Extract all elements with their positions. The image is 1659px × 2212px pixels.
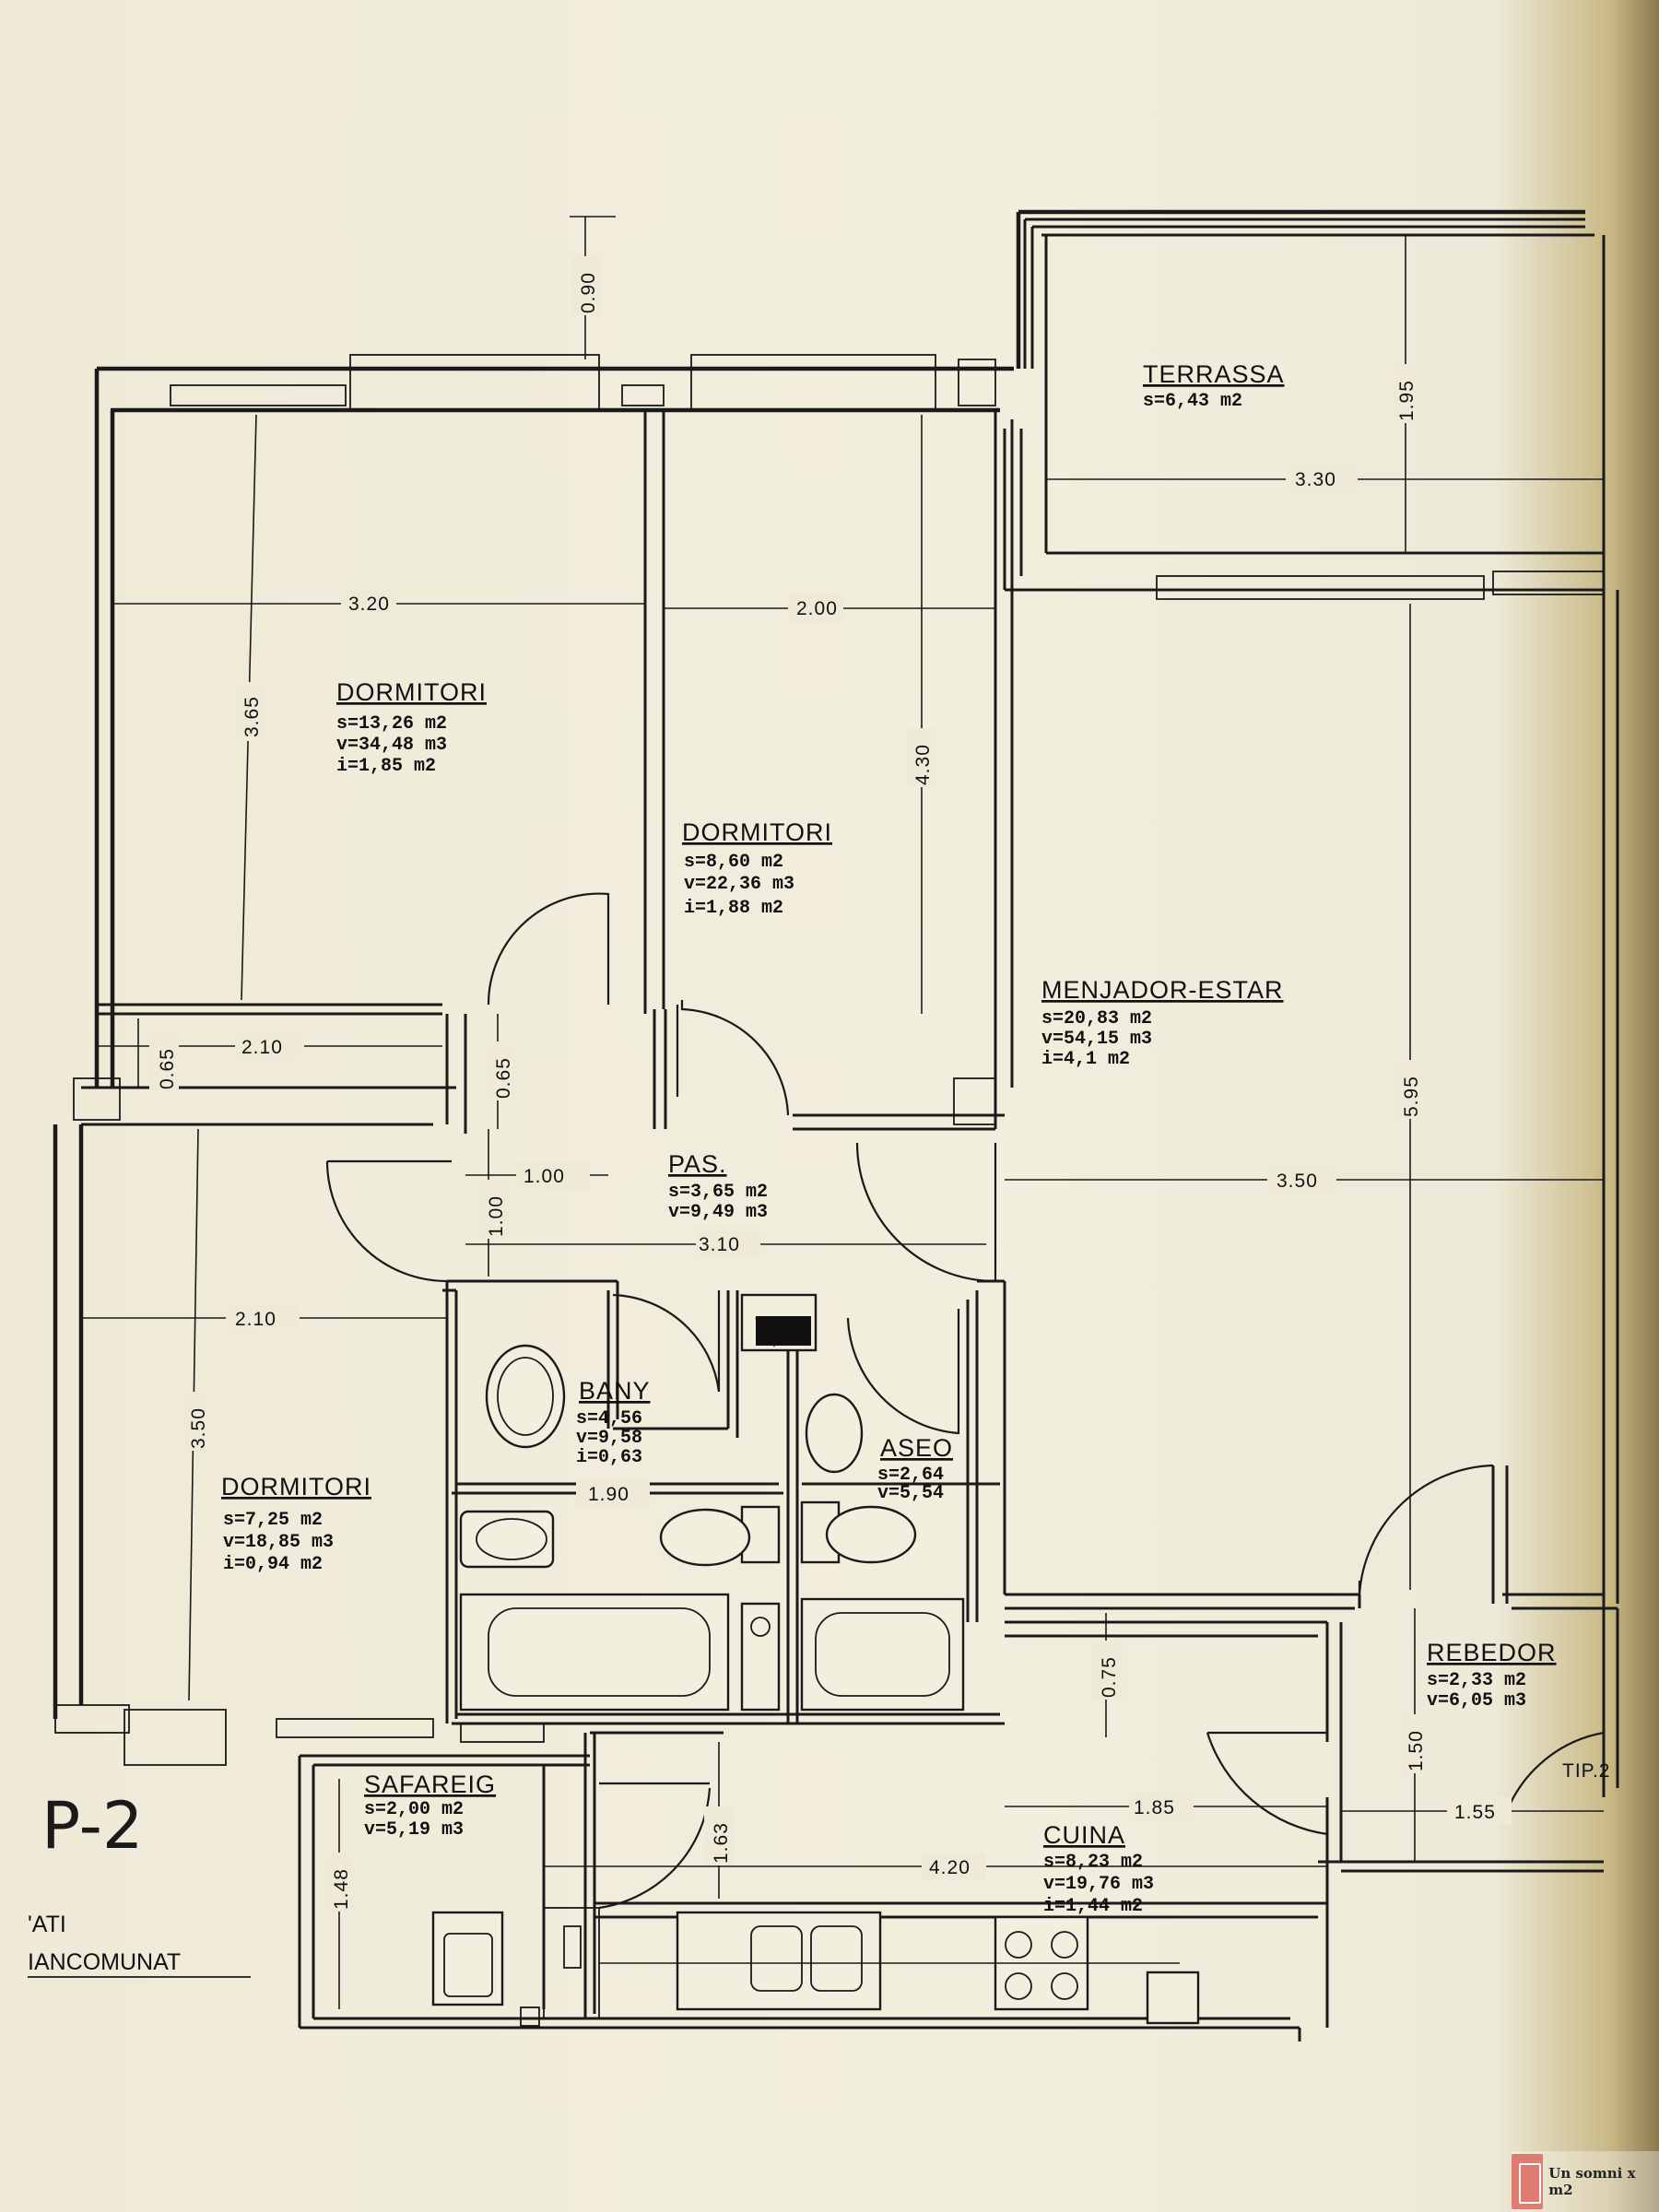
dim-100a: 1.00	[524, 1166, 565, 1187]
bathtub	[459, 1593, 730, 1712]
shower-aseo	[800, 1597, 965, 1712]
dim-065b: 0.65	[493, 1057, 514, 1099]
dim-185: 1.85	[1134, 1797, 1175, 1818]
room-rebedor-name: REBEDOR	[1427, 1639, 1557, 1666]
room-aseo-surface: s=2,64	[877, 1465, 944, 1486]
dim-100b: 1.00	[486, 1195, 507, 1237]
room-bany-surface: s=4,56	[576, 1408, 642, 1430]
room-cuina-illumination: i=1,44 m2	[1043, 1896, 1143, 1917]
logo-name: Un somni x m2	[1548, 2165, 1636, 2198]
dim-075: 0.75	[1099, 1656, 1120, 1698]
dim-210b: 2.10	[235, 1309, 276, 1330]
room-rebedor-surface: s=2,33 m2	[1427, 1670, 1526, 1691]
dim-163: 1.63	[711, 1822, 732, 1864]
dim-065a: 0.65	[157, 1048, 178, 1089]
room-dormitori3-illumination: i=0,94 m2	[223, 1554, 323, 1575]
logo-mark-icon	[1512, 2154, 1544, 2209]
room-safareig-surface: s=2,00 m2	[364, 1799, 464, 1820]
patio-label-line1: 'ATI	[28, 1912, 66, 1937]
dim-365: 3.65	[241, 696, 263, 737]
dim-195: 1.95	[1396, 380, 1418, 421]
kitchen-sink	[676, 1911, 882, 2011]
dim-595: 5.95	[1401, 1076, 1422, 1117]
room-aseo-name: ASEO	[880, 1434, 953, 1462]
dim-320: 3.20	[348, 594, 390, 615]
toilet-bany	[659, 1508, 751, 1567]
dim-310: 3.10	[699, 1234, 740, 1255]
room-menjador-illumination: i=4,1 m2	[1041, 1049, 1130, 1070]
dim-430: 4.30	[912, 744, 934, 785]
washbasin-bany	[485, 1344, 566, 1449]
dim-148: 1.48	[331, 1868, 352, 1910]
room-pas-name: PAS.	[668, 1150, 727, 1178]
dim-350b: 3.50	[188, 1407, 209, 1449]
room-dormitori1-illumination: i=1,85 m2	[336, 756, 436, 777]
room-dormitori2-name: DORMITORI	[682, 818, 832, 846]
type-label: TIP.2	[1562, 1760, 1610, 1782]
dim-210a: 2.10	[241, 1037, 283, 1058]
room-dormitori2-illumination: i=1,88 m2	[684, 898, 783, 919]
dim-155: 1.55	[1454, 1802, 1496, 1823]
room-bany-volume: v=9,58	[576, 1428, 642, 1449]
dim-150: 1.50	[1406, 1730, 1427, 1771]
room-cuina-name: CUINA	[1043, 1821, 1125, 1849]
toilet-aseo	[825, 1505, 917, 1564]
room-dormitori2-surface: s=8,60 m2	[684, 852, 783, 873]
dim-330: 3.30	[1295, 469, 1336, 490]
room-dormitori1-surface: s=13,26 m2	[336, 713, 447, 735]
room-dormitori3-name: DORMITORI	[221, 1473, 371, 1500]
plan-label: P-2	[41, 1788, 143, 1864]
dimension-lines	[81, 216, 1604, 2009]
shower-tray	[740, 1602, 781, 1712]
dim-190: 1.90	[588, 1484, 629, 1505]
room-dormitori3-volume: v=18,85 m3	[223, 1532, 334, 1553]
room-safareig-volume: v=5,19 m3	[364, 1819, 464, 1841]
room-dormitori1-name: DORMITORI	[336, 678, 487, 706]
room-dormitori2-volume: v=22,36 m3	[684, 874, 794, 895]
room-pas-surface: s=3,65 m2	[668, 1182, 768, 1203]
boiler	[1146, 1971, 1200, 2025]
room-cuina-surface: s=8,23 m2	[1043, 1852, 1143, 1873]
patio-label-line2: IANCOMUNAT	[28, 1949, 181, 1975]
dim-200: 2.00	[796, 598, 838, 619]
dim-090: 0.90	[578, 272, 599, 313]
walls	[53, 209, 1619, 2041]
room-dormitori3-surface: s=7,25 m2	[223, 1510, 323, 1531]
bidet	[459, 1510, 555, 1569]
room-aseo-volume: v=5,54	[877, 1483, 944, 1504]
fixtures	[431, 1344, 1200, 2025]
room-bany-illumination: i=0,63	[576, 1447, 642, 1468]
washbasin-aseo	[805, 1393, 864, 1474]
dim-420: 4.20	[929, 1857, 971, 1878]
dimension-labels: 0.90 1.95 3.30 3.20 2.00 3.65 4.30 0.65 …	[149, 256, 1512, 1912]
room-menjador-surface: s=20,83 m2	[1041, 1008, 1152, 1030]
room-dormitori1-volume: v=34,48 m3	[336, 735, 447, 756]
agency-logo: Un somni x m2	[1512, 2151, 1659, 2212]
room-menjador-volume: v=54,15 m3	[1041, 1029, 1152, 1050]
room-rebedor-volume: v=6,05 m3	[1427, 1690, 1526, 1712]
room-terrassa-line: s=6,43 m2	[1143, 391, 1242, 412]
room-terrassa-name: TERRASSA	[1143, 360, 1285, 388]
room-menjador-name: MENJADOR-ESTAR	[1041, 976, 1284, 1004]
room-cuina-volume: v=19,76 m3	[1043, 1874, 1154, 1895]
room-bany-name: BANY	[579, 1377, 651, 1405]
room-safareig-name: SAFAREIG	[364, 1771, 496, 1798]
room-pas-volume: v=9,49 m3	[668, 1202, 768, 1223]
room-labels: TERRASSA s=6,43 m2 DORMITORI s=13,26 m2 …	[221, 360, 1557, 1917]
dim-350: 3.50	[1277, 1171, 1318, 1192]
